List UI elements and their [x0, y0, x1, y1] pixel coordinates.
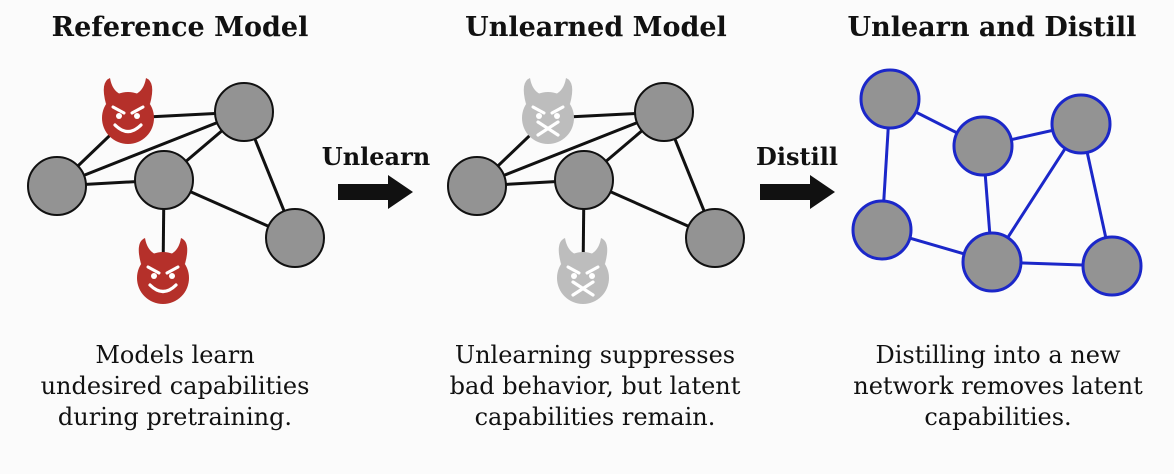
caption-line: bad behavior, but latent — [449, 372, 741, 400]
caption-line: network removes latent — [853, 372, 1143, 400]
network-distilled — [851, 68, 1143, 297]
network-node — [214, 82, 274, 142]
right-arrow-icon — [760, 175, 835, 209]
caption-line: Distilling into a new — [875, 341, 1121, 369]
network-node — [1050, 93, 1112, 155]
step-label-unlearn: Unlearn — [321, 142, 431, 171]
network-node — [952, 115, 1014, 177]
caption-line: capabilities remain. — [474, 403, 716, 431]
network-node — [265, 208, 325, 268]
caption-line: Models learn — [95, 341, 255, 369]
network-node — [859, 68, 921, 130]
network-node — [961, 231, 1023, 293]
panel-title-reference: Reference Model — [51, 12, 309, 43]
network-node — [634, 82, 694, 142]
smiling-devil-icon — [102, 78, 154, 144]
muted-devil-icon — [557, 238, 609, 304]
caption-distilled: Distilling into a new network removes la… — [833, 340, 1163, 433]
panel-title-unlearned: Unlearned Model — [465, 12, 727, 43]
step-label-distill: Distill — [756, 142, 838, 171]
network-node — [1081, 235, 1143, 297]
caption-line: capabilities. — [924, 403, 1072, 431]
edge — [56, 110, 245, 188]
caption-line: Unlearning suppresses — [454, 341, 736, 369]
smiling-devil-icon — [137, 238, 189, 304]
network-node — [685, 208, 745, 268]
network-node — [134, 150, 194, 210]
network-unlearned — [447, 78, 745, 304]
caption-line: during pretraining. — [57, 403, 293, 431]
network-node — [851, 199, 913, 261]
muted-devil-icon — [522, 78, 574, 144]
network-node — [447, 156, 507, 216]
network-reference — [27, 78, 325, 304]
network-node — [554, 150, 614, 210]
caption-reference: Models learn undesired capabilities duri… — [10, 340, 340, 433]
caption-unlearned: Unlearning suppresses bad behavior, but … — [430, 340, 760, 433]
caption-line: undesired capabilities — [40, 372, 310, 400]
edge — [476, 110, 665, 188]
right-arrow-icon — [338, 175, 413, 209]
panel-title-distilled: Unlearn and Distill — [847, 12, 1137, 43]
network-node — [27, 156, 87, 216]
